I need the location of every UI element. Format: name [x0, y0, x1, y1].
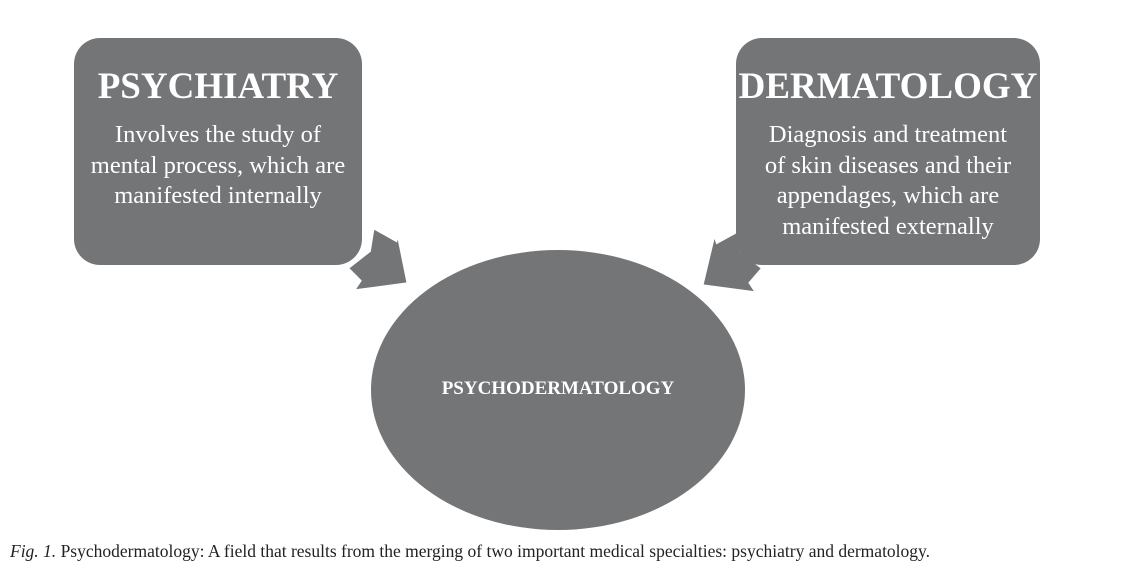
dermatology-description: Diagnosis and treatment of skin diseases…	[764, 121, 1012, 240]
figure-caption: Fig. 1. Psychodermatology: A field that …	[10, 540, 1130, 562]
caption-text: Psychodermatology: A field that results …	[56, 541, 931, 561]
dermatology-box: DERMATOLOGY Diagnosis and treatment of s…	[736, 38, 1040, 265]
psychodermatology-label: PSYCHODERMATOLOGY	[441, 378, 675, 399]
psychiatry-description: Involves the study of mental process, wh…	[90, 121, 346, 209]
left-arrow	[340, 220, 414, 297]
figure-number: Fig. 1.	[10, 541, 57, 561]
dermatology-title: DERMATOLOGY	[738, 66, 1038, 107]
center-ellipse	[371, 250, 745, 530]
psychiatry-box: PSYCHIATRY Involves the study of mental …	[74, 38, 362, 265]
psychiatry-title: PSYCHIATRY	[97, 66, 339, 107]
